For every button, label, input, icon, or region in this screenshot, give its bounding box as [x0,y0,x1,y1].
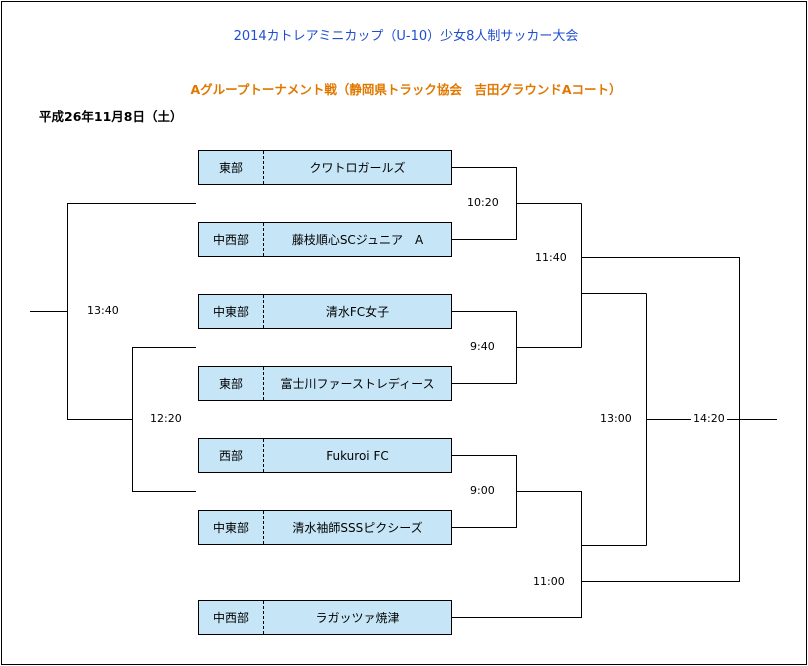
team-box-6: 中東部 清水袖師SSSピクシーズ [198,510,452,545]
team-name: 清水FC女子 [325,305,390,319]
bracket-line-m7 [581,257,740,582]
team-box-7: 中西部 ラガッツァ焼津 [198,600,452,635]
team-box-2: 中西部 藤枝順心SCジュニア A [198,222,452,257]
team-box-1: 東部 クワトロガールズ [198,150,452,185]
team-name: Fukuroi FC [326,448,389,463]
team-region: 中東部 [199,295,264,328]
team-name: クワトロガールズ [309,161,406,175]
match-time-m1: 10:20 [465,196,501,209]
bracket-line-m5 [452,491,582,618]
match-time-m2: 9:40 [468,340,497,353]
bracket-line-m9 [132,347,196,492]
match-time-m7: 14:20 [691,412,727,425]
team-name: 富士川ファーストレディース [280,377,435,391]
team-box-3: 中東部 清水FC女子 [198,294,452,329]
match-time-m5: 11:00 [531,575,567,588]
team-region: 中西部 [199,601,264,634]
team-name: ラガッツァ焼津 [315,611,400,625]
match-time-m9: 12:20 [148,412,184,425]
team-region: 中西部 [199,223,264,256]
match-time-m3: 9:00 [468,484,497,497]
team-name: 藤枝順心SCジュニア A [291,233,424,247]
match-date: 平成26年11月8日（土） [39,109,183,124]
match-time-m8: 13:40 [85,304,121,317]
team-region: 西部 [199,439,264,472]
team-name: 清水袖師SSSピクシーズ [292,521,423,535]
match-time-m4: 11:40 [533,251,569,264]
group-subtitle: Aグループトーナメント戦（静岡県トラック協会 吉田グラウンドAコート） [190,82,622,97]
team-region: 東部 [199,367,264,400]
team-region: 東部 [199,151,264,184]
tournament-title: 2014カトレアミニカップ（U-10）少女8人制サッカー大会 [233,29,579,44]
team-box-5: 西部 Fukuroi FC [198,438,452,473]
team-box-4: 東部 富士川ファーストレディース [198,366,452,401]
match-time-m6: 13:00 [598,412,634,425]
team-region: 中東部 [199,511,264,544]
